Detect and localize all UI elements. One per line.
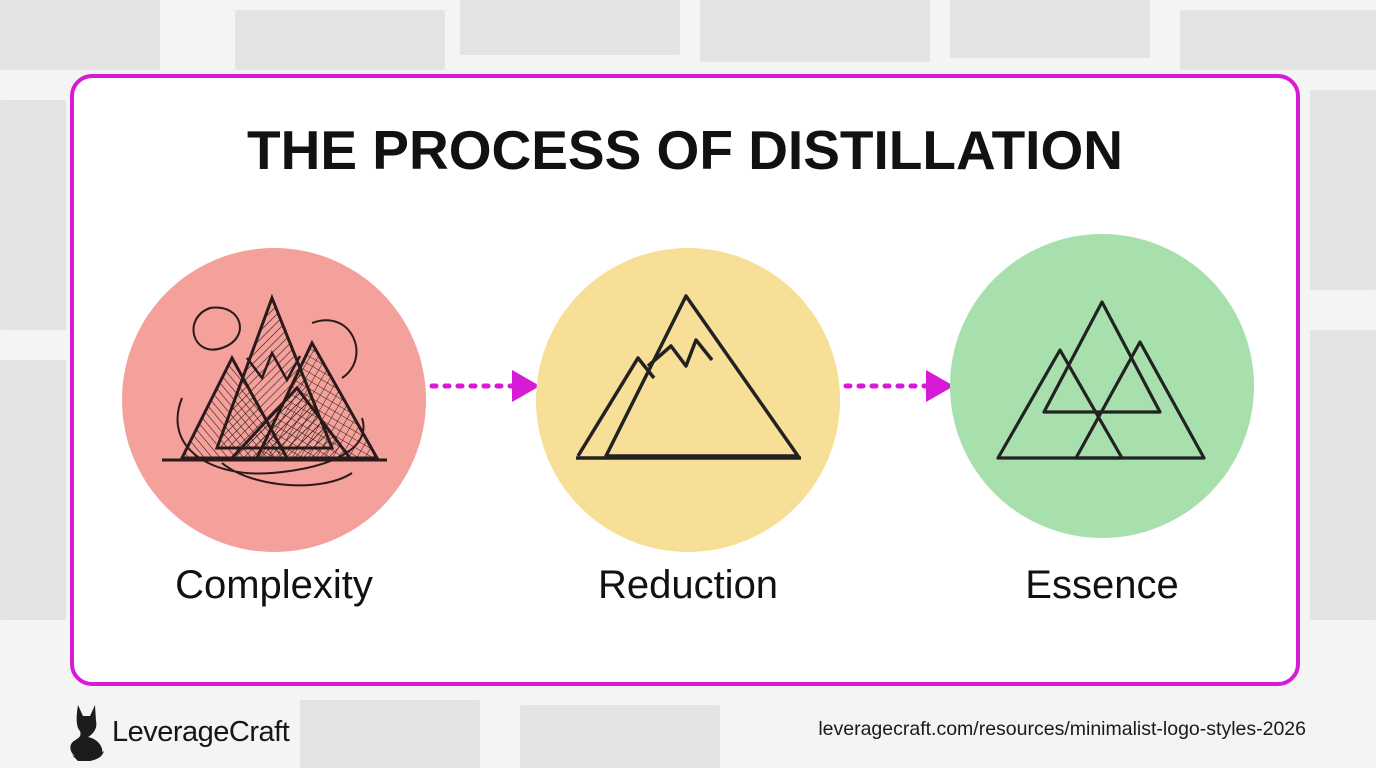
stage-label-essence: Essence — [1025, 563, 1179, 607]
arrow-connector-1 — [429, 370, 540, 402]
diagram-card: THE PROCESS OF DISTILLATION — [70, 74, 1300, 686]
brand-name: LeverageCraft — [112, 715, 290, 748]
stage-label-complexity: Complexity — [175, 563, 373, 607]
stage-label-reduction: Reduction — [597, 563, 779, 607]
brand-logo: LeverageCraft — [68, 702, 290, 762]
complex-mountain-icon — [162, 293, 387, 487]
stage-essence-circle — [950, 234, 1254, 538]
arrow-connector-2 — [843, 370, 954, 402]
source-url[interactable]: leveragecraft.com/resources/minimalist-l… — [818, 718, 1306, 740]
page-title: THE PROCESS OF DISTILLATION — [247, 119, 1123, 181]
simplified-mountain-icon — [576, 294, 801, 460]
stage-complexity-circle — [122, 248, 426, 552]
fox-logo-icon — [70, 705, 104, 761]
geometric-mountain-icon — [996, 300, 1206, 460]
stage-reduction-circle — [536, 248, 840, 552]
